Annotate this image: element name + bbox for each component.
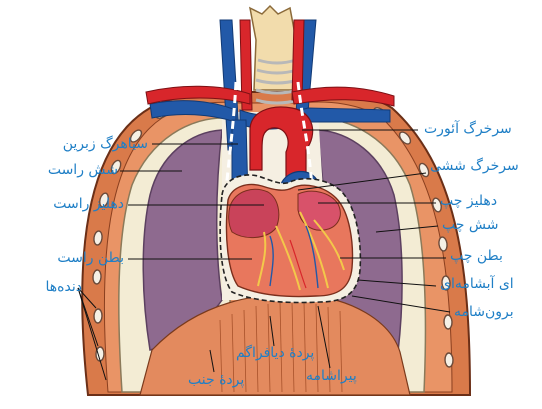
label-serous-pericardium: ای آبشامه‌ای [440, 276, 514, 292]
right-atrium-shape [229, 189, 279, 237]
label-right-lung: شش راست [48, 162, 118, 178]
label-outer-pericardium: برون‌شامه [454, 304, 514, 320]
label-pericardium: پیراشامه [306, 368, 357, 384]
label-aorta: سرخرگ آئورت [424, 121, 512, 137]
label-superior-vena-cava: سیاهرگ زبرین [63, 136, 148, 152]
label-pulmonary-artery: سرخرگ ششی [430, 158, 519, 174]
label-left-atrium: دهلیز چپ [440, 193, 497, 209]
label-left-ventricle: بطن چپ [450, 248, 503, 264]
label-ribs: دنده‌ها [46, 279, 82, 295]
label-diaphragm: پردهٔ دیافراگم [236, 345, 314, 361]
label-left-lung: شش چپ [442, 217, 498, 233]
label-pleura: پردهٔ جنب [188, 372, 244, 388]
label-right-atrium: دهلیز راست [53, 196, 124, 212]
label-right-ventricle: بطن راست [57, 250, 124, 266]
